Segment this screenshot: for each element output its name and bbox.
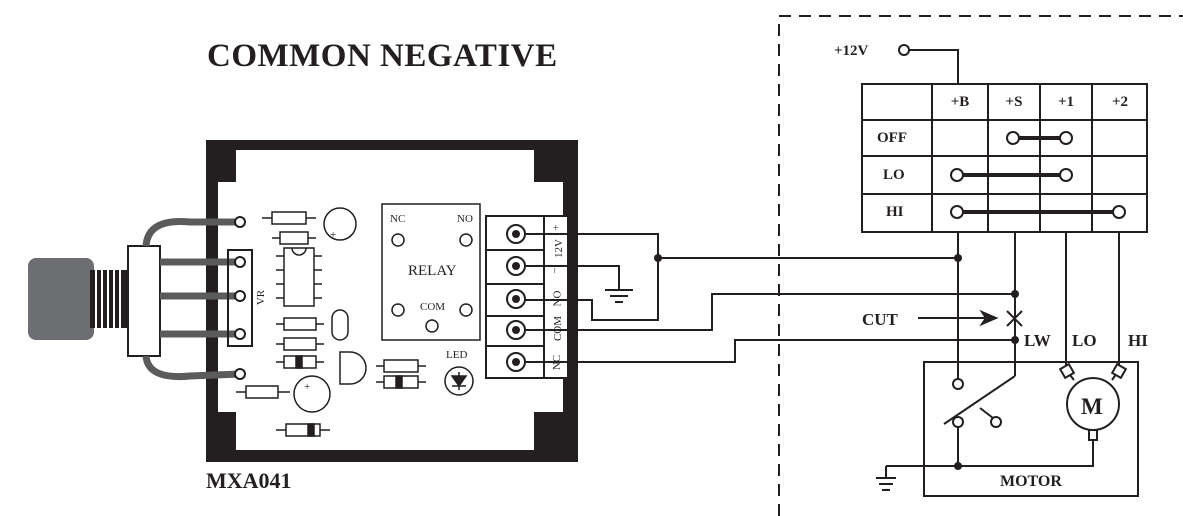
pot-knob-icon	[28, 245, 161, 357]
switch-table	[861, 83, 1148, 233]
terminal-label-com: COM	[552, 315, 565, 342]
pot-label: VR	[255, 289, 268, 306]
cut-mark-icon	[918, 309, 1023, 327]
led-label: LED	[446, 349, 468, 361]
vehicle-boundary-dashed	[778, 15, 1183, 516]
motor-symbol: M	[1081, 394, 1103, 419]
table-row-off: OFF	[877, 130, 907, 146]
led-icon	[444, 366, 474, 396]
pot-leads	[142, 218, 241, 381]
terminal-label-12v: 12V	[552, 239, 565, 258]
table-row-lo: LO	[883, 167, 905, 183]
terminal-block	[485, 215, 569, 379]
pot-footprint	[227, 249, 253, 347]
relay	[381, 203, 481, 341]
table-row-hi: HI	[886, 204, 904, 220]
terminal-hi: HI	[1128, 331, 1148, 350]
terminal-lo: LO	[1072, 331, 1097, 350]
table-header-s: +S	[1005, 94, 1023, 110]
pot-pads	[234, 216, 246, 380]
svg-text:+: +	[330, 229, 336, 241]
table-header-1: +1	[1057, 94, 1075, 110]
wires	[525, 233, 1015, 363]
motor-wires	[957, 232, 1120, 380]
table-header-b: +B	[950, 94, 970, 110]
pcb-components: + +	[236, 207, 426, 437]
motor-label: MOTOR	[1000, 473, 1062, 490]
terminal-lw: LW	[1024, 331, 1051, 350]
motor-icon	[958, 362, 1128, 467]
terminal-label-nc: NC	[551, 354, 564, 371]
relay-nc: NC	[390, 213, 406, 225]
terminal-label-minus: −	[549, 267, 562, 274]
supply-label: +12V	[834, 43, 869, 59]
limit-switch	[876, 375, 1016, 491]
svg-text:+: +	[304, 381, 310, 393]
module-model: MXA041	[206, 468, 292, 493]
cut-label: CUT	[862, 310, 898, 329]
relay-no: NO	[457, 213, 473, 225]
motor-box	[923, 361, 1139, 497]
table-header-2: +2	[1111, 94, 1129, 110]
diagram-title: COMMON NEGATIVE	[207, 38, 558, 74]
terminal-label-plus: +	[550, 224, 563, 231]
terminal-label-no: NO	[551, 290, 564, 307]
ground-icon	[605, 289, 633, 303]
relay-com: COM	[420, 301, 446, 313]
relay-title: RELAY	[408, 263, 457, 279]
